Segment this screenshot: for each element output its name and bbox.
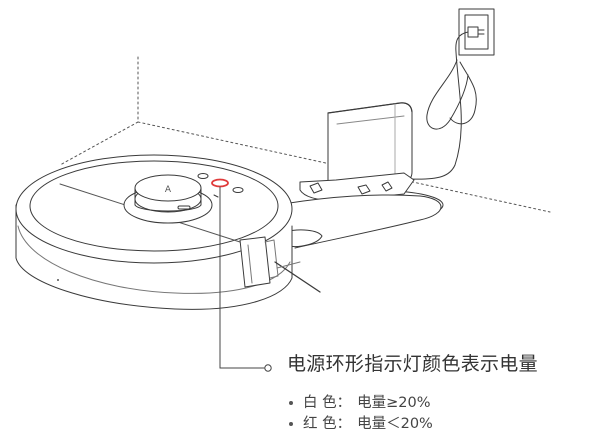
legend-row-white: 白 色： 电量≥20% [287,393,433,414]
power-button-ring-highlight [211,178,229,188]
power-cord [409,31,477,180]
legend-color-name: 白 色： [303,395,352,411]
wall-socket-icon [458,8,495,56]
floor-mat [249,194,442,249]
bullet-icon [289,401,293,405]
legend-meaning: 电量≥20% [357,395,431,411]
spot-button [232,187,244,193]
legend-color-name: 红 色： [303,416,352,432]
robot-vacuum: A [15,154,321,310]
callout-leader-line [219,186,272,372]
turret-glyph: A [165,185,172,195]
callout-title: 电源环形指示灯颜色表示电量 [287,353,538,375]
legend-row-red: 红 色： 电量＜20% [287,414,433,435]
legend-meaning: 电量＜20% [357,416,433,432]
home-button [197,173,209,179]
battery-color-legend: 白 色： 电量≥20% 红 色： 电量＜20% [287,393,433,435]
bullet-icon [289,422,293,426]
